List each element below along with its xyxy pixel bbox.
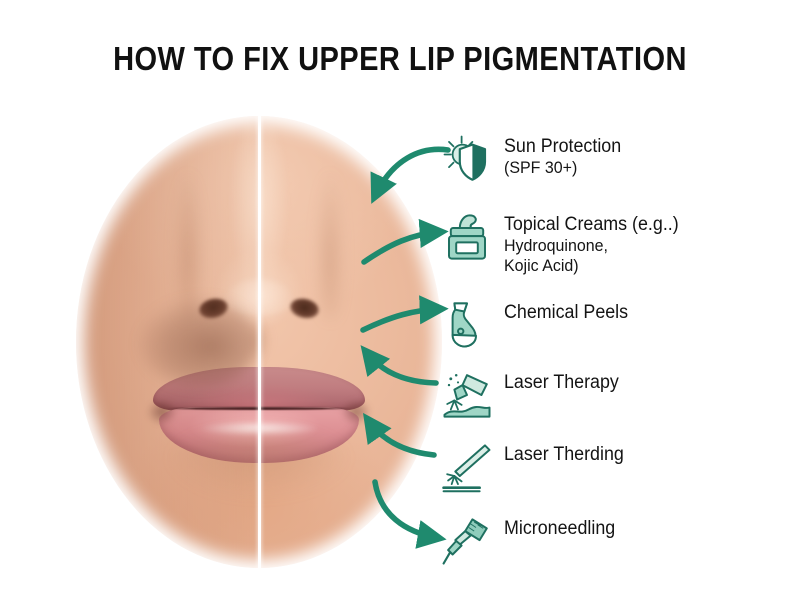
- before-after-lip-photo: [76, 116, 442, 568]
- list-item-sub-2: Kojic Acid): [504, 256, 579, 276]
- laser-beam-icon: [442, 444, 491, 493]
- list-item-sub-1: Hydroquinone,: [504, 236, 608, 256]
- list-item-laser-therding[interactable]: Laser Therding: [440, 440, 631, 494]
- list-item-label: Laser Therding: [504, 444, 624, 465]
- face-oval: [76, 116, 442, 568]
- list-item-label: Sun Protection: [504, 136, 622, 157]
- list-item-label: Microneedling: [504, 518, 616, 539]
- list-item-laser-therapy[interactable]: Laser Therapy: [440, 368, 626, 422]
- list-item-text: Topical Creams (e.g..) Hydroquinone, Koj…: [504, 210, 690, 276]
- upper-lip-pigmentation-patch: [138, 296, 259, 388]
- list-item-microneedling[interactable]: Microneedling: [440, 514, 622, 568]
- list-item-text: Laser Therapy: [504, 368, 626, 394]
- derma-roller-icon: [442, 518, 488, 565]
- before-after-divider: [257, 116, 261, 568]
- list-item-text: Microneedling: [504, 514, 622, 540]
- chemical-peel-icon: [451, 302, 477, 348]
- list-item-label: Topical Creams (e.g..): [504, 214, 679, 235]
- list-item-text: Sun Protection (SPF 30+): [504, 132, 629, 178]
- list-item-text: Laser Therding: [504, 440, 631, 466]
- sun-shield-icon: [443, 135, 487, 181]
- list-item-sub-1: (SPF 30+): [504, 158, 578, 178]
- nose-shadow-left: [174, 170, 201, 321]
- list-item-sun-protection[interactable]: Sun Protection (SPF 30+): [440, 132, 629, 186]
- list-item-label: Chemical Peels: [504, 302, 629, 323]
- page-title: HOW TO FIX UPPER LIP PIGMENTATION: [113, 40, 687, 77]
- laser-wand-icon: [443, 373, 491, 418]
- nose-shadow-right: [317, 170, 344, 321]
- lip-corner-left: [147, 399, 177, 426]
- cream-jar-icon: [448, 214, 486, 260]
- list-item-topical-creams[interactable]: Topical Creams (e.g..) Hydroquinone, Koj…: [440, 210, 690, 276]
- list-item-label: Laser Therapy: [504, 372, 619, 393]
- list-item-text: Chemical Peels: [504, 298, 636, 324]
- lip-corner-right: [341, 399, 371, 426]
- list-item-chemical-peels[interactable]: Chemical Peels: [440, 298, 636, 352]
